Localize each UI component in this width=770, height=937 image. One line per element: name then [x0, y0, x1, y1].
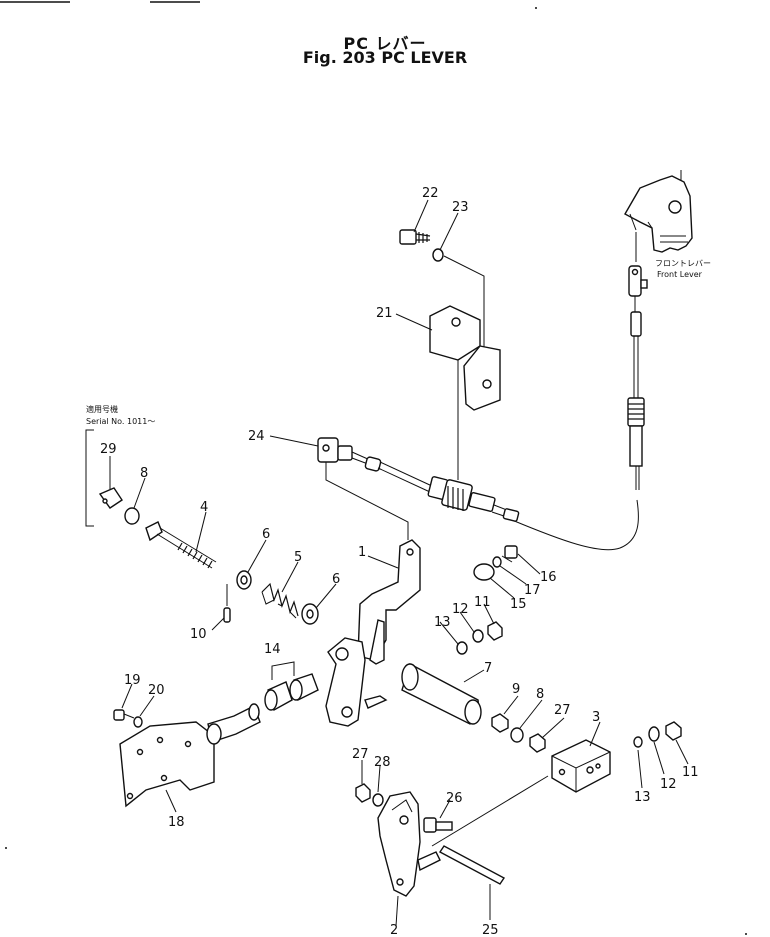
washer-15 [473, 563, 495, 581]
link-plate [325, 637, 388, 727]
leader-lines [109, 199, 689, 927]
callout-23: 23 [452, 200, 469, 215]
callout-24: 24 [248, 429, 265, 444]
callout-19: 19 [124, 673, 141, 688]
callout-25: 25 [482, 923, 499, 937]
washer-13-upper [456, 641, 468, 655]
callout-8-lower: 8 [536, 687, 544, 702]
callout-28: 28 [374, 755, 391, 770]
control-cable [511, 499, 639, 551]
callout-13-lower: 13 [634, 790, 651, 805]
callout-4: 4 [200, 500, 208, 515]
callout-9: 9 [512, 682, 520, 697]
callout-numbers: 22 23 21 24 29 8 4 6 5 6 10 1 16 17 15 1… [100, 186, 699, 937]
front-lever [624, 170, 693, 253]
nut-27-left [355, 783, 371, 803]
bushing-29 [98, 487, 123, 509]
callout-12-upper: 12 [452, 602, 469, 617]
callout-6-lower: 6 [332, 572, 340, 587]
callout-27-right: 27 [554, 703, 571, 718]
washer-13-lower [633, 736, 643, 748]
callout-29: 29 [100, 442, 117, 457]
callout-16: 16 [540, 570, 557, 585]
title-japanese: PC レバー [343, 34, 427, 53]
bolt-22 [399, 229, 431, 245]
cable-upper-end [627, 232, 648, 490]
callout-18: 18 [168, 815, 185, 830]
washer-8-upper [124, 507, 140, 525]
callout-15: 15 [510, 597, 527, 612]
callout-27-left: 27 [352, 747, 369, 762]
nut-11-upper [487, 621, 503, 641]
title-english: Fig. 203 PC LEVER [302, 48, 468, 67]
washer-6-upper [236, 570, 252, 590]
washer-8-lower [510, 727, 524, 743]
callout-26: 26 [446, 791, 463, 806]
callout-20: 20 [148, 683, 165, 698]
bracket-18 [119, 703, 261, 808]
callout-10: 10 [190, 627, 207, 642]
leader-22-23 [443, 255, 485, 380]
scan-dot [745, 933, 747, 935]
callout-11-upper: 11 [474, 595, 491, 610]
leader-24-to-lever [325, 462, 409, 540]
callout-17: 17 [524, 583, 541, 598]
leader-14 [271, 661, 295, 680]
washer-20 [133, 716, 143, 728]
washer-12-upper [472, 629, 484, 643]
callout-13-upper: 13 [434, 615, 451, 630]
bolt-16 [501, 545, 518, 563]
bushings-14 [264, 673, 319, 712]
lever-2 [377, 791, 441, 897]
callout-1: 1 [358, 545, 366, 560]
nut-11-lower [665, 721, 682, 741]
callout-7: 7 [484, 661, 492, 676]
spring-5 [261, 582, 299, 619]
leader-rod-to-block [431, 775, 549, 847]
callout-6-upper: 6 [262, 527, 270, 542]
callout-3: 3 [592, 710, 600, 725]
serial-note-en: Serial No. 1011～ [86, 417, 155, 426]
pin-7 [401, 662, 482, 725]
front-lever-label-en: Front Lever [657, 270, 703, 279]
callout-14: 14 [264, 642, 281, 657]
serial-note-bracket [85, 429, 94, 527]
washer-17 [492, 556, 502, 568]
washer-12-lower [648, 726, 660, 742]
nut-9 [491, 713, 509, 733]
scan-dot [535, 7, 537, 9]
scan-dot [5, 847, 7, 849]
bolt-26 [423, 817, 453, 833]
callout-21: 21 [376, 306, 393, 321]
callout-11-lower: 11 [682, 765, 699, 780]
bolt-4 [145, 521, 217, 569]
front-lever-label-jp: フロントレバー [655, 259, 711, 268]
block-3 [551, 739, 611, 793]
cable-assembly-24 [317, 437, 520, 522]
bolt-19 [113, 709, 135, 721]
pin-10 [223, 584, 231, 623]
lever-1 [357, 539, 421, 665]
callout-2: 2 [390, 923, 398, 937]
washer-23 [432, 248, 444, 262]
callout-22: 22 [422, 186, 439, 201]
callout-12-lower: 12 [660, 777, 677, 792]
nut-27-right [529, 733, 546, 753]
washer-28 [372, 793, 384, 807]
callout-8-upper: 8 [140, 466, 148, 481]
rod-25 [438, 845, 506, 885]
serial-note-jp: 適用号機 [86, 404, 118, 414]
bracket-21 [429, 305, 501, 480]
washer-6-lower [301, 603, 319, 625]
callout-5: 5 [294, 550, 302, 565]
